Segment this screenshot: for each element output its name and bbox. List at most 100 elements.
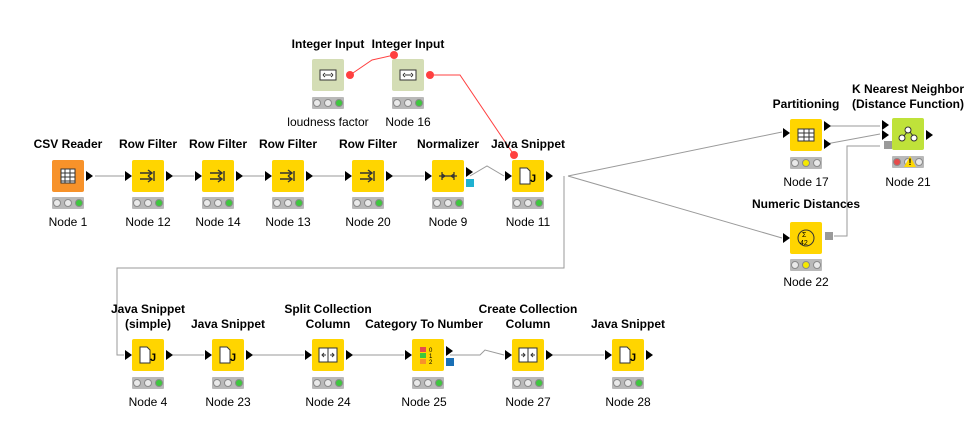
input-port[interactable] <box>505 171 512 181</box>
connection-wire <box>469 165 505 177</box>
model-output-port[interactable] <box>466 179 474 187</box>
node-title-line1: Create Collection <box>478 302 578 316</box>
output-port[interactable] <box>166 171 173 181</box>
output-port[interactable] <box>466 167 473 177</box>
node-integer-input-loudness[interactable]: Integer Input loudness factor <box>268 37 388 137</box>
node-normalizer[interactable]: Normalizer Node 9 <box>388 137 508 237</box>
flow-variable-port[interactable] <box>510 151 518 159</box>
split-icon <box>312 339 344 371</box>
node-label[interactable]: Node 28 <box>605 395 651 409</box>
node-split-collection[interactable]: Split Collection Column Node 24 <box>268 302 388 417</box>
output-port[interactable] <box>236 171 243 181</box>
node-label[interactable]: Node 16 <box>385 115 431 129</box>
output-port[interactable] <box>546 171 553 181</box>
input-port-first[interactable] <box>882 120 889 130</box>
node-create-collection[interactable]: Create Collection Column Node 27 <box>468 302 588 417</box>
node-row-filter-13[interactable]: Row Filter Node 13 <box>228 137 348 237</box>
distance-input-port[interactable] <box>884 141 892 149</box>
status-indicator <box>312 97 344 109</box>
input-port[interactable] <box>195 171 202 181</box>
knn-icon <box>892 118 924 150</box>
java-icon: J <box>212 339 244 371</box>
node-title-line2: (Distance Function) <box>851 97 964 111</box>
input-port[interactable] <box>125 350 132 360</box>
input-port[interactable] <box>265 171 272 181</box>
status-indicator <box>352 197 384 209</box>
node-row-filter-12[interactable]: Row Filter Node 12 <box>88 137 208 237</box>
node-label[interactable]: Node 4 <box>128 395 168 409</box>
input-port[interactable] <box>305 350 312 360</box>
input-port[interactable] <box>405 350 412 360</box>
output-port[interactable] <box>86 171 93 181</box>
status-indicator <box>212 377 244 389</box>
node-csv-reader[interactable]: CSV Reader Node 1 <box>8 137 128 237</box>
node-label[interactable]: Node 13 <box>265 215 311 229</box>
node-label[interactable]: Node 20 <box>345 215 391 229</box>
model-output-port[interactable] <box>446 358 454 366</box>
node-label[interactable]: Node 14 <box>195 215 241 229</box>
input-port[interactable] <box>425 171 432 181</box>
output-port-first[interactable] <box>824 121 831 131</box>
node-title-line1: Java Snippet <box>110 302 186 316</box>
node-title: Category To Number <box>365 317 483 331</box>
output-port[interactable] <box>926 130 933 140</box>
normalize-icon <box>432 160 464 192</box>
node-row-filter-14[interactable]: Row Filter Node 14 <box>158 137 278 237</box>
output-port[interactable] <box>246 350 253 360</box>
output-port[interactable] <box>386 171 393 181</box>
status-indicator <box>512 197 544 209</box>
node-label[interactable]: Node 17 <box>783 175 829 189</box>
node-label[interactable]: loudness factor <box>287 115 369 129</box>
flow-variable-port[interactable] <box>390 51 398 59</box>
node-knn[interactable]: K Nearest Neighbor (Distance Function) !… <box>848 82 968 192</box>
distance-output-port[interactable] <box>825 232 833 240</box>
node-label[interactable]: Node 24 <box>305 395 351 409</box>
output-port[interactable] <box>166 350 173 360</box>
input-port-second[interactable] <box>882 130 889 140</box>
output-port[interactable] <box>546 350 553 360</box>
input-port[interactable] <box>783 233 790 243</box>
node-java-snippet-simple[interactable]: Java Snippet (simple) J Node 4 <box>88 302 208 417</box>
node-partitioning[interactable]: Partitioning Node 17 <box>746 97 866 197</box>
input-port[interactable] <box>345 171 352 181</box>
status-indicator <box>412 377 444 389</box>
output-port[interactable] <box>446 346 453 356</box>
node-label[interactable]: Node 23 <box>205 395 251 409</box>
flow-variable-port[interactable] <box>426 71 434 79</box>
node-java-snippet-28[interactable]: Java Snippet J Node 28 <box>568 302 688 417</box>
node-label[interactable]: Node 11 <box>505 215 551 229</box>
output-port[interactable] <box>346 350 353 360</box>
node-label[interactable]: Node 9 <box>428 215 468 229</box>
node-label[interactable]: Node 22 <box>783 275 829 289</box>
input-port[interactable] <box>505 350 512 360</box>
node-integer-input-16[interactable]: Integer Input Node 16 <box>348 37 468 137</box>
filter-icon <box>202 160 234 192</box>
node-label[interactable]: Node 21 <box>885 175 931 189</box>
node-label[interactable]: Node 1 <box>48 215 88 229</box>
node-row-filter-20[interactable]: Row Filter Node 20 <box>308 137 428 237</box>
node-title-line2: (simple) <box>124 317 171 331</box>
partition-icon <box>790 119 822 151</box>
flow-variable-port[interactable] <box>346 71 354 79</box>
svg-text:J: J <box>630 352 636 364</box>
input-port[interactable] <box>605 350 612 360</box>
input-port[interactable] <box>205 350 212 360</box>
input-port[interactable] <box>783 128 790 138</box>
output-port[interactable] <box>306 171 313 181</box>
node-java-snippet-23[interactable]: Java Snippet J Node 23 <box>168 302 288 417</box>
warning-mark-icon: ! <box>908 157 912 167</box>
node-java-snippet-11[interactable]: Java Snippet J Node 11 <box>468 137 588 237</box>
node-title: Partitioning <box>772 97 840 111</box>
node-label[interactable]: Node 27 <box>505 395 551 409</box>
node-label[interactable]: Node 12 <box>125 215 171 229</box>
output-port-second[interactable] <box>824 139 831 149</box>
node-label[interactable]: Node 25 <box>401 395 447 409</box>
node-title: Integer Input <box>291 37 365 51</box>
status-indicator <box>132 197 164 209</box>
output-port[interactable] <box>646 350 653 360</box>
input-port[interactable] <box>125 171 132 181</box>
